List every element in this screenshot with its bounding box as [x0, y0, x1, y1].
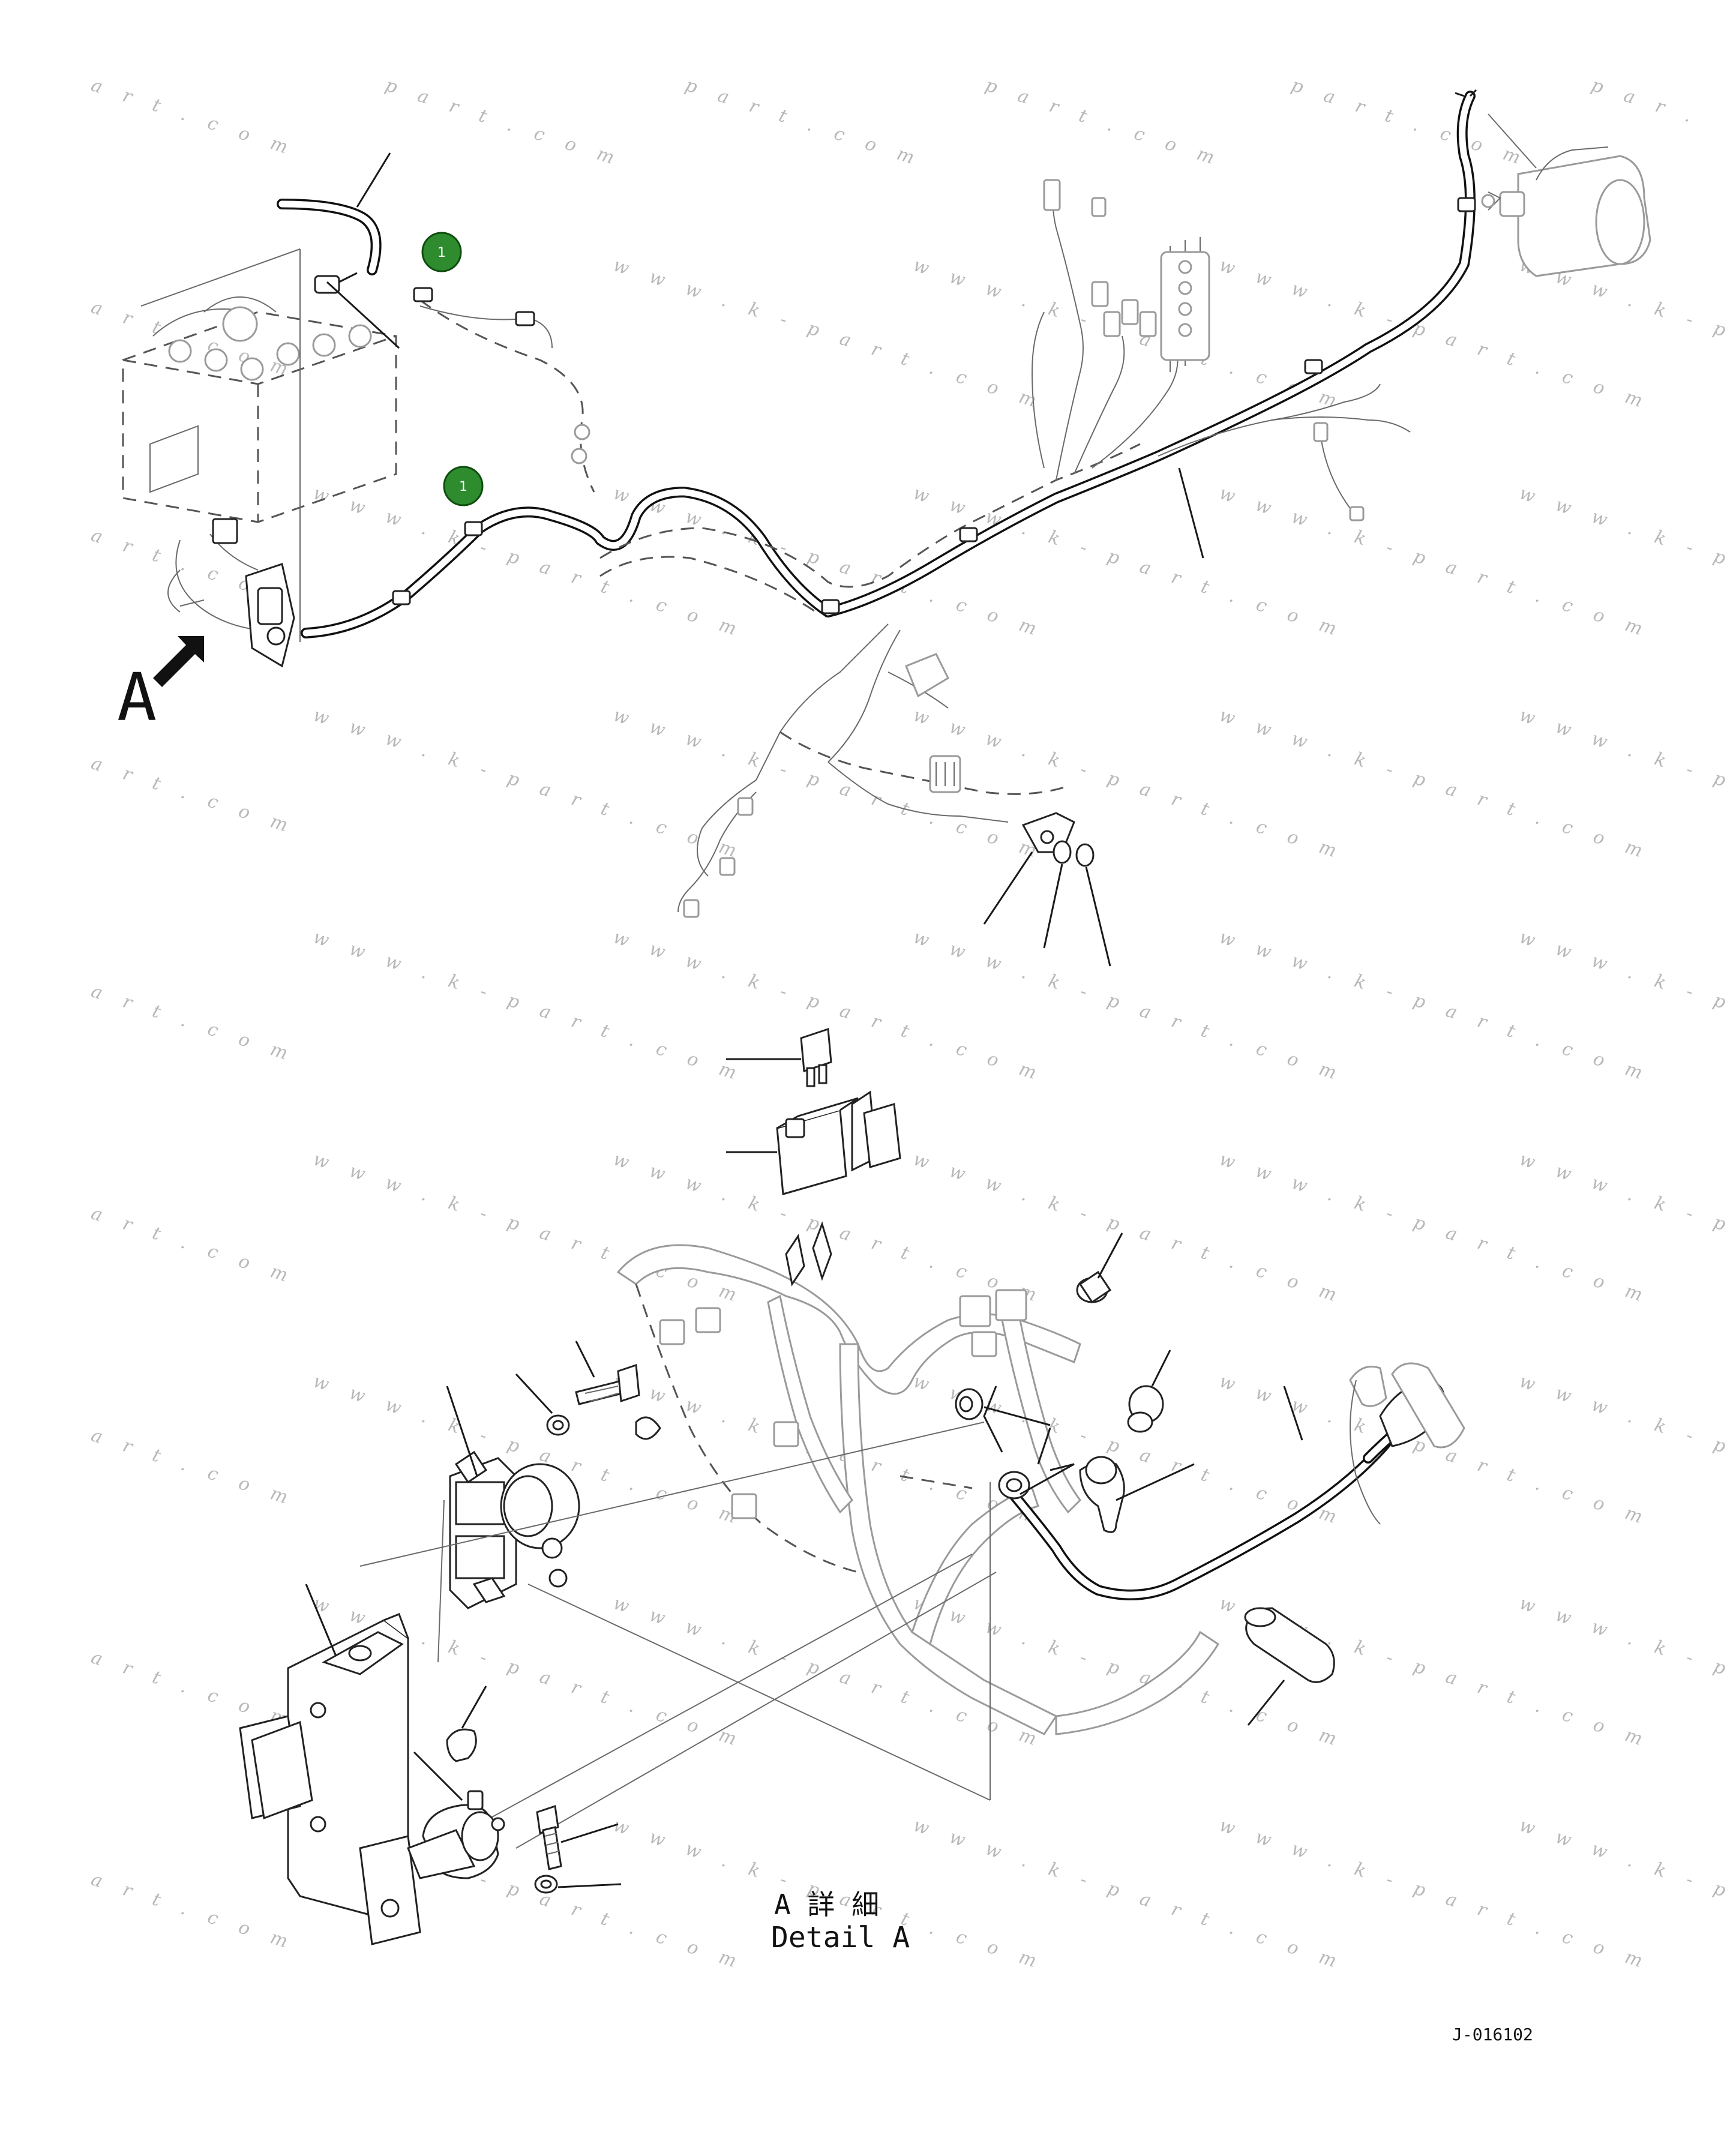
detail-a-assembly: A 詳 細 Detail A	[239, 1027, 1465, 1954]
battery-relay	[446, 1386, 580, 1609]
bottom-bolt	[534, 1805, 622, 1894]
callout-badge[interactable]: 1	[421, 232, 462, 272]
leader-line	[326, 281, 400, 349]
leader-line	[1283, 1386, 1303, 1441]
watermark: w w w . k - p a r .	[1517, 1149, 1736, 1266]
watermark: w w w . k - p a r .	[1517, 1815, 1736, 1932]
relay-connector	[212, 518, 238, 544]
boot-cap-right	[1076, 1233, 1123, 1304]
leader-line	[1151, 1350, 1171, 1387]
view-label: A	[117, 659, 157, 736]
watermark: p a r t . c o m	[383, 74, 625, 171]
leader-line	[515, 1373, 553, 1414]
bolt-and-washer	[515, 1341, 640, 1436]
leader-line	[575, 1341, 595, 1378]
leader-line	[1097, 1233, 1123, 1279]
relay-box	[726, 1090, 901, 1195]
watermark: p a r .	[1589, 74, 1702, 129]
mounting-bracket	[239, 1584, 421, 1945]
sensor-harness	[1031, 179, 1210, 481]
watermark: w w w . k - p a r .	[1517, 482, 1736, 600]
small-relay	[407, 1751, 505, 1879]
watermark: a r t . c o m	[89, 1647, 299, 1732]
sub-harness	[413, 287, 595, 493]
fuse	[726, 1027, 832, 1087]
watermark: a r t . c o m	[89, 296, 299, 382]
lock-washer	[1075, 843, 1095, 867]
right-harness	[1158, 383, 1411, 521]
ground-terminal-group	[983, 812, 1111, 967]
leader-line	[1247, 1680, 1285, 1726]
leader-line	[560, 1823, 619, 1843]
leader-line	[305, 1584, 337, 1657]
upper-harness-assembly: A 1 1	[117, 89, 1651, 967]
callout-number: 1	[459, 479, 467, 494]
view-arrow-icon	[153, 636, 204, 687]
leader-line	[557, 1883, 622, 1888]
view-arrow-a: A	[117, 636, 204, 736]
watermark: a r t . c o m	[89, 74, 299, 160]
leader-line	[1085, 866, 1111, 967]
leader-line	[446, 1386, 478, 1477]
leader-line	[1116, 1463, 1195, 1501]
callout-circle-icon	[443, 466, 484, 506]
terminal-nut	[955, 1386, 1051, 1453]
watermark: p a r t . c o m	[683, 74, 925, 171]
watermark: w w w . k - p a r .	[1517, 1371, 1736, 1488]
leader-line	[983, 851, 1033, 925]
leader-line	[1178, 467, 1204, 559]
detail-title-jp: A 詳 細	[774, 1888, 879, 1921]
watermark: a r t . c o m	[89, 1425, 299, 1510]
starter-motor	[1481, 113, 1651, 277]
watermark: w w w . k - p a r .	[1517, 704, 1736, 822]
watermark: a r t . c o m	[89, 980, 299, 1066]
boot-cap-mid	[1127, 1350, 1171, 1433]
watermark: w w w . k - p a r .	[1517, 1593, 1736, 1710]
leader-line	[1043, 863, 1063, 949]
watermark: p a r t . c o m	[983, 74, 1225, 171]
callout-badge[interactable]: 1	[443, 466, 484, 506]
main-battery-cable	[301, 487, 833, 638]
leader-line	[356, 152, 391, 208]
watermark: a r t . c o m	[89, 1869, 299, 1954]
positive-cable	[998, 1362, 1465, 1600]
main-harness	[599, 89, 1477, 617]
leader-line	[140, 248, 301, 307]
washer	[1053, 840, 1072, 864]
callout-circle-icon	[421, 232, 462, 272]
watermark: a r t . c o m	[89, 1203, 299, 1288]
rubber-cap	[446, 1686, 487, 1762]
watermark: w w w . k - p a r .	[1517, 926, 1736, 1044]
battery-ghost	[122, 296, 397, 523]
callout-number: 1	[437, 245, 446, 260]
watermark: p a r t . c o m	[1289, 74, 1531, 171]
battery-cable	[277, 199, 382, 294]
projection-lines	[359, 1422, 997, 1849]
lower-branch-harness	[677, 623, 1069, 918]
watermark: a r t . c o m	[89, 752, 299, 838]
relay-area	[167, 518, 295, 668]
leader-line	[413, 1751, 463, 1801]
leader-line	[984, 1406, 1051, 1426]
leader-line	[461, 1686, 487, 1729]
drawing-number: J-016102	[1452, 2025, 1533, 2044]
detail-title-en: Detail A	[771, 1921, 910, 1954]
rubber-boot	[1244, 1607, 1335, 1726]
